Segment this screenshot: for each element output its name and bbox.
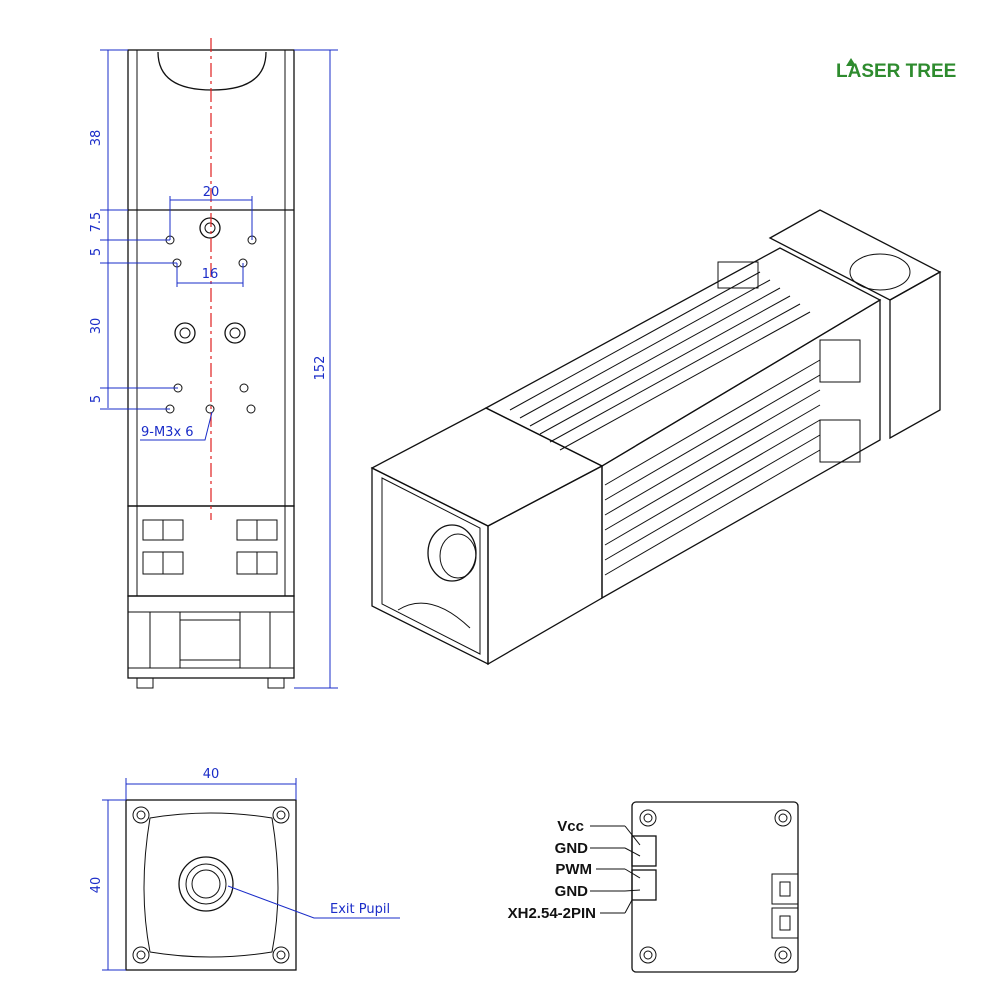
- connector-right-bottom: [771, 907, 799, 939]
- dim-5-upper: 5: [89, 248, 104, 256]
- exit-pupil-leader: [227, 885, 400, 919]
- dim-20: 20: [203, 185, 220, 200]
- fan-housing: [127, 595, 295, 679]
- dim-height-40: 40: [89, 877, 104, 894]
- iso-lens: [427, 524, 477, 582]
- tree-icon: [846, 58, 856, 66]
- pcb-board: [631, 801, 799, 973]
- front-view: 38 7.5 5 30 5 152 20 16 9-M3x 6: [89, 38, 338, 689]
- end-view-frame: [125, 799, 297, 971]
- dim-152: 152: [313, 356, 328, 381]
- pin-label-gnd-2: GND: [555, 883, 589, 900]
- dim-7-5: 7.5: [89, 212, 104, 233]
- exit-pupil: [191, 869, 221, 899]
- exit-pupil-ring: [178, 856, 234, 912]
- screw-note: 9-M3x 6: [141, 425, 194, 440]
- dim-30: 30: [89, 318, 104, 335]
- connector-view: Vcc GND PWM GND XH2.54-2PIN: [508, 801, 799, 973]
- connector-type-label: XH2.54-2PIN: [508, 905, 596, 922]
- exit-pupil-label: Exit Pupil: [330, 902, 390, 917]
- iso-fan-side: [889, 270, 941, 440]
- pin-label-gnd-1: GND: [555, 840, 589, 857]
- end-view: 40 40 Exit Pupil: [89, 767, 400, 971]
- dim-width-40: 40: [203, 767, 220, 782]
- connector-power: [631, 835, 657, 867]
- dim-16: 16: [202, 267, 219, 282]
- connector-right-top: [771, 873, 799, 905]
- dim-38: 38: [89, 130, 104, 147]
- connector-pwm: [631, 869, 657, 901]
- pin-label-pwm: PWM: [555, 861, 592, 878]
- isometric-view: [370, 209, 942, 666]
- brand-logo: LASER TREE: [836, 58, 956, 82]
- end-view-recess: [143, 812, 279, 958]
- dim-5-lower: 5: [89, 395, 104, 403]
- iso-heatsink-top: [484, 247, 882, 467]
- iso-fins: [509, 271, 821, 576]
- brand-logo-text: LASER TREE: [836, 61, 956, 82]
- iso-top-face: [370, 407, 604, 527]
- iso-heatsink-side: [601, 298, 881, 600]
- pin-label-vcc: Vcc: [557, 818, 584, 835]
- iso-side-face: [487, 464, 603, 666]
- lens-arc: [157, 51, 267, 91]
- center-hole: [199, 217, 221, 239]
- front-dimensions: [100, 49, 338, 689]
